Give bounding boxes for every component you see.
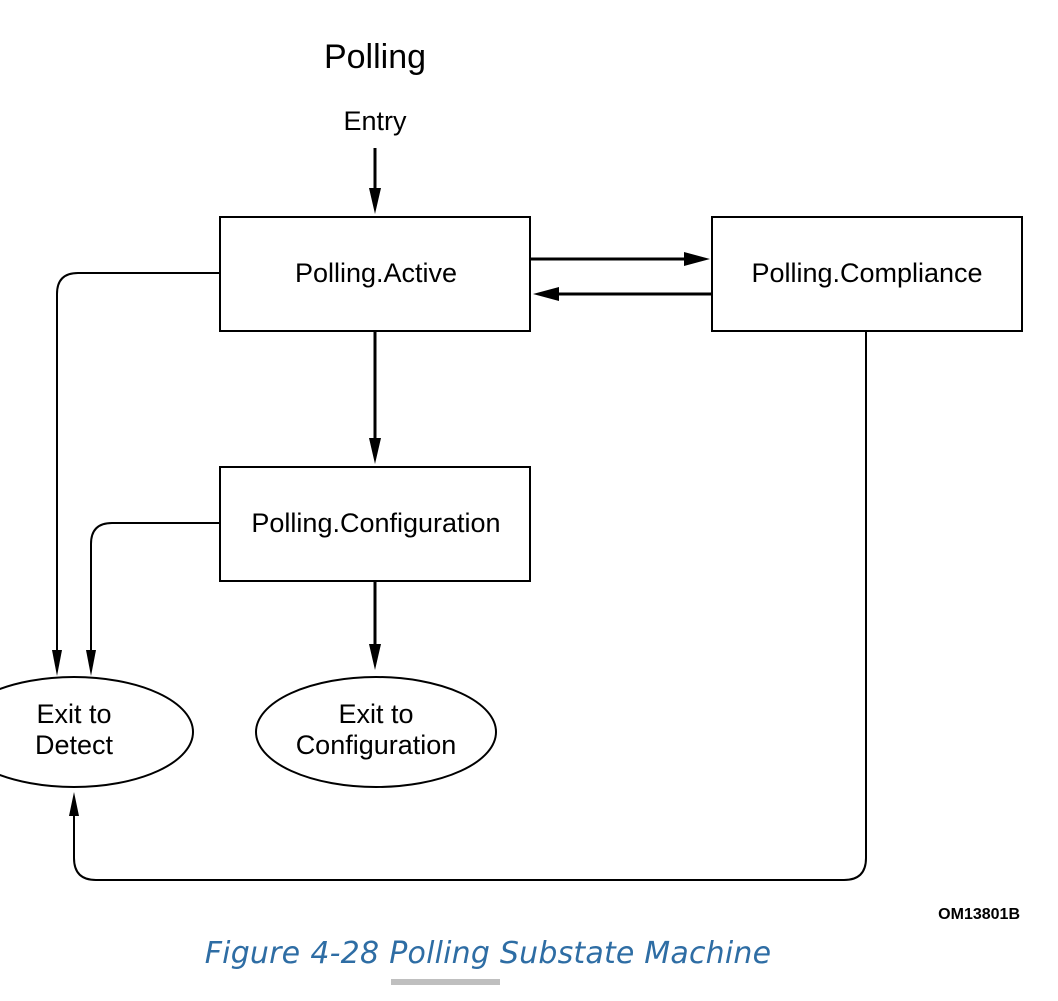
state-polling-compliance: Polling.Compliance bbox=[711, 216, 1023, 332]
arrow-active-to-configuration bbox=[369, 331, 381, 464]
entry-arrow bbox=[369, 148, 381, 214]
figure-caption: Figure 4-28 Polling Substate Machine bbox=[0, 936, 976, 971]
caption-title: Polling Substate Machine bbox=[389, 936, 772, 971]
arrow-compliance-to-active bbox=[533, 287, 712, 301]
state-polling-compliance-label: Polling.Compliance bbox=[751, 258, 982, 288]
arrow-configuration-to-exit-configuration bbox=[369, 581, 381, 670]
caption-prefix: Figure bbox=[204, 936, 301, 971]
caption-underline bbox=[391, 979, 500, 985]
exit-to-detect: Exit to Detect bbox=[0, 676, 194, 788]
arrow-configuration-to-exit-detect bbox=[86, 522, 220, 676]
state-polling-configuration: Polling.Configuration bbox=[219, 466, 531, 582]
state-polling-active-label: Polling.Active bbox=[295, 258, 457, 288]
entry-label: Entry bbox=[343, 106, 407, 136]
state-polling-active: Polling.Active bbox=[219, 216, 531, 332]
exit-to-configuration: Exit to Configuration bbox=[255, 676, 497, 788]
exit-to-configuration-line1: Exit to bbox=[338, 699, 413, 729]
state-polling-configuration-label: Polling.Configuration bbox=[251, 508, 500, 538]
diagram-title: Polling bbox=[324, 38, 426, 76]
caption-number: 4-28 bbox=[310, 936, 380, 971]
figure-id: OM13801B bbox=[938, 906, 1020, 923]
arrow-active-to-exit-detect bbox=[52, 272, 220, 676]
exit-to-detect-line1: Exit to bbox=[36, 699, 111, 729]
exit-to-configuration-line2: Configuration bbox=[296, 730, 457, 760]
arrow-active-to-compliance bbox=[530, 252, 710, 266]
exit-to-detect-line2: Detect bbox=[35, 730, 114, 760]
arrow-compliance-to-exit-detect bbox=[69, 331, 867, 881]
